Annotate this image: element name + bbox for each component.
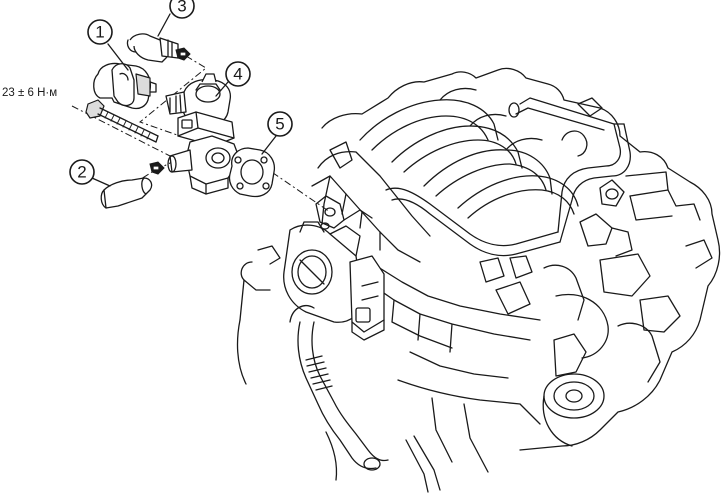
mounting-bolt: [85, 99, 159, 143]
part-5-gasket: [228, 147, 276, 198]
vacuum-hoses: [236, 305, 441, 493]
callout-5: 5: [261, 111, 293, 155]
alignment-line-egr: [259, 163, 331, 213]
callout-5-label: 5: [275, 115, 284, 134]
callout-3-label: 3: [177, 0, 186, 16]
crank-pulley: [542, 373, 605, 447]
intake-manifold-runners: [359, 87, 579, 219]
part-3-vacuum-hose: [126, 33, 191, 63]
callout-3: 3: [157, 0, 195, 37]
torque-spec-label: 23 ± 6 Н·м: [2, 87, 57, 99]
engine-assembly: [236, 67, 721, 493]
callout-1: 1: [87, 19, 129, 71]
throttle-body: [239, 221, 385, 341]
callout-2-label: 2: [77, 163, 86, 182]
part-2-hose: [100, 177, 153, 209]
part-1-vacuum-hose: [93, 62, 157, 110]
part-4-egr-valve: [149, 73, 241, 195]
callout-4: 4: [215, 61, 251, 97]
callout-2: 2: [69, 159, 111, 187]
egr-pipe: [385, 97, 631, 257]
callout-1-label: 1: [95, 23, 104, 42]
callout-4-label: 4: [233, 65, 242, 84]
